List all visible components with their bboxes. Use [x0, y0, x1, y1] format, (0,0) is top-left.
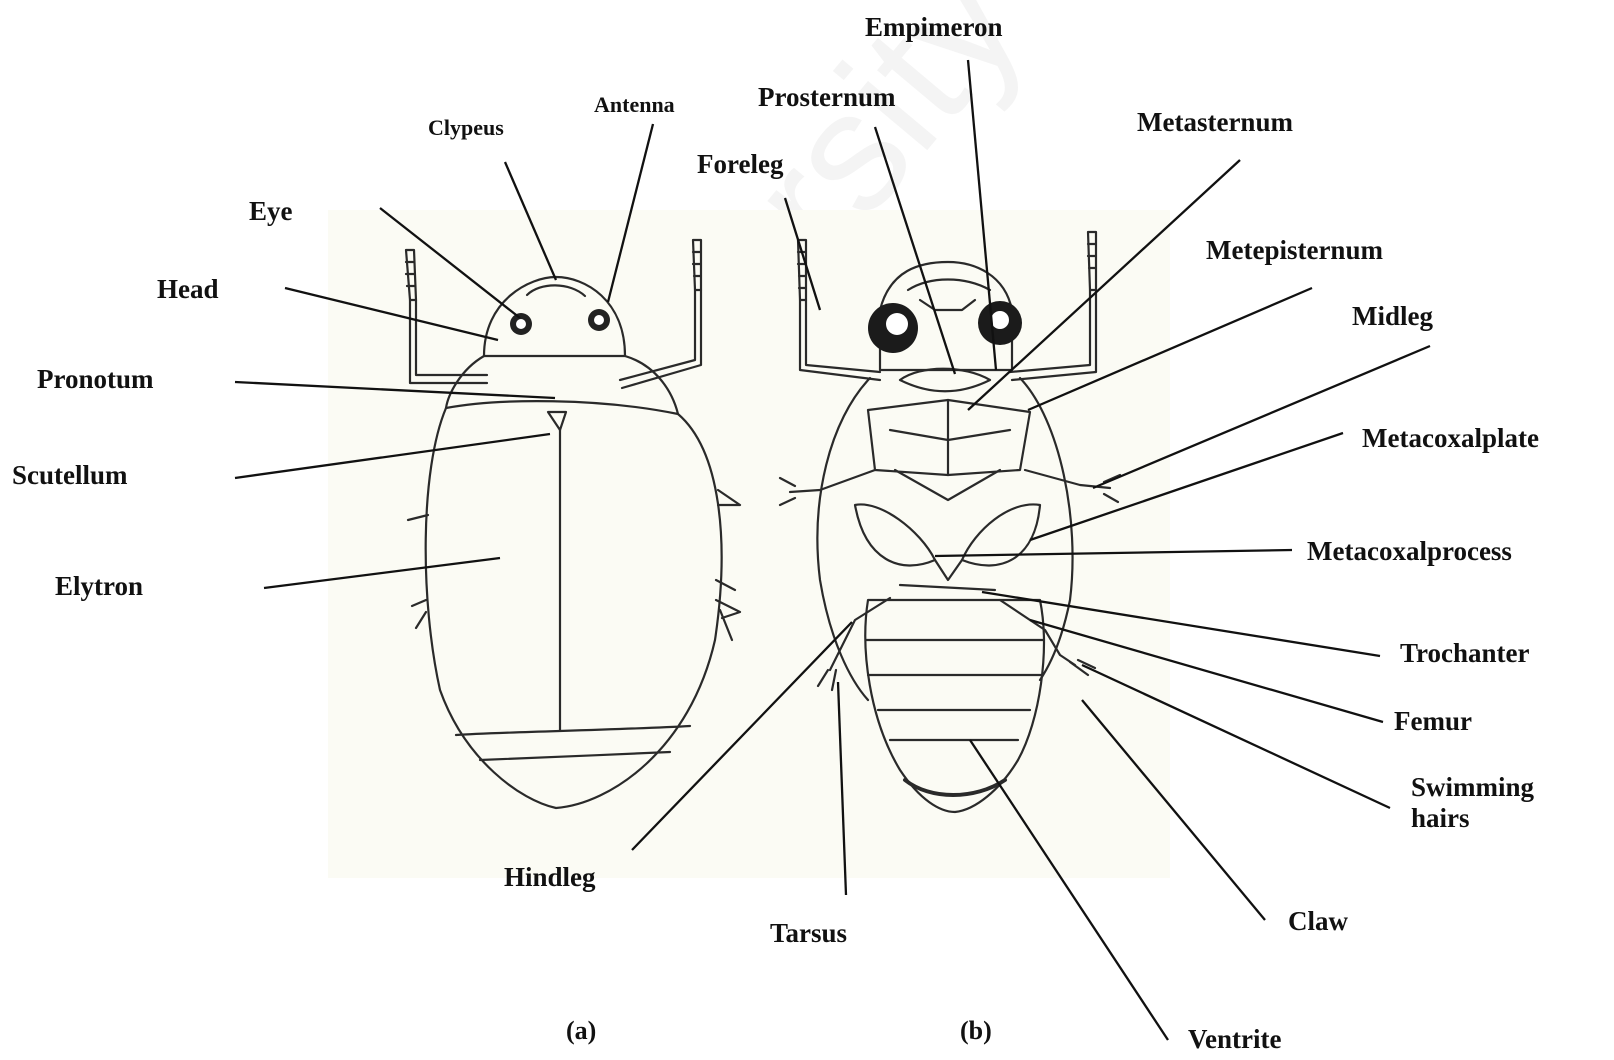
panel-label-a: (a)	[566, 1016, 596, 1046]
label-metepisternum: Metepisternum	[1206, 237, 1383, 264]
label-claw: Claw	[1288, 908, 1348, 935]
label-metacoxalplate: Metacoxalplate	[1362, 425, 1539, 452]
label-hindleg: Hindleg	[504, 864, 596, 891]
panel-label-b: (b)	[960, 1016, 992, 1046]
label-trochanter: Trochanter	[1400, 640, 1529, 667]
label-clypeus: Clypeus	[428, 117, 504, 139]
label-elytron: Elytron	[55, 573, 143, 600]
label-swimming-hairs-line: hairs	[1411, 803, 1534, 834]
label-head: Head	[157, 276, 219, 303]
label-pronotum: Pronotum	[37, 366, 154, 393]
label-femur: Femur	[1394, 708, 1472, 735]
label-eye: Eye	[249, 198, 293, 225]
label-antenna: Antenna	[594, 94, 675, 116]
label-swimming-hairs-line: Swimming	[1411, 772, 1534, 803]
label-midleg: Midleg	[1352, 303, 1433, 330]
label-empimeron: Empimeron	[865, 14, 1003, 41]
drawing-background	[328, 210, 1170, 878]
label-ventrite: Ventrite	[1188, 1026, 1281, 1053]
label-tarsus: Tarsus	[770, 920, 847, 947]
label-prosternum: Prosternum	[758, 84, 895, 111]
label-scutellum: Scutellum	[12, 462, 128, 489]
label-foreleg: Foreleg	[697, 151, 783, 178]
label-metacoxalprocess: Metacoxalprocess	[1307, 538, 1512, 565]
label-metasternum: Metasternum	[1137, 109, 1293, 136]
